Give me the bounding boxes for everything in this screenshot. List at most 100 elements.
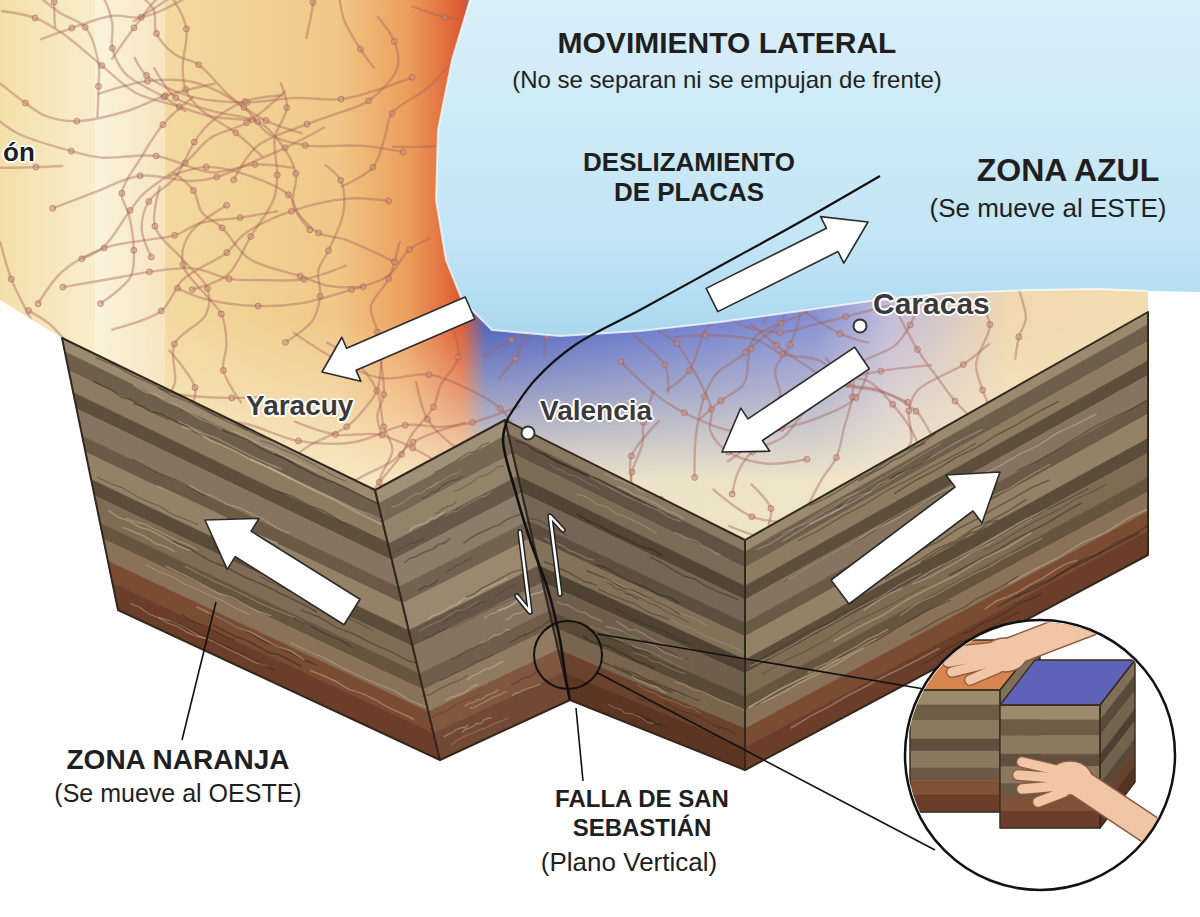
inset-illustration [910,705,1000,721]
road-network [60,284,66,290]
road-network [780,351,786,357]
rock-face [108,510,191,551]
road-network [22,100,28,106]
road-network [381,424,387,430]
fault-line [550,516,563,594]
leader-line [182,602,216,740]
road-network [785,298,791,304]
road-network [409,74,415,80]
road-network [674,341,680,347]
road-network [410,445,416,451]
road-network [285,192,291,198]
place-name: ón [3,138,35,168]
motion-arrow [706,217,868,312]
motion-arrow [322,297,475,381]
inset-illustration [1018,761,1150,830]
road-network [297,273,303,279]
road-network [640,223,646,229]
road-network [310,0,316,5]
rock-face [505,420,745,770]
road-network [386,198,392,204]
road-network [316,230,322,236]
rock-face [126,518,197,550]
leader-line [576,708,583,781]
road-network [381,392,387,398]
road-network [244,120,250,126]
inset-illustration [1038,792,1064,802]
rock-face [809,479,889,524]
road-network [777,329,783,335]
rock-face [310,670,414,719]
road-network [878,368,884,374]
road-network [255,118,261,124]
inset-illustration [1075,780,1150,830]
road-network [425,416,431,422]
road-network [391,38,397,44]
road-network [146,269,152,275]
road-network [768,506,774,512]
road-network [144,72,150,78]
road-network [729,491,735,497]
road-network [370,164,376,170]
road-network [226,276,232,282]
road-network [431,404,437,410]
leader-line [182,602,935,850]
road-network [686,368,692,374]
road-network [50,205,56,211]
road-network [302,142,308,148]
road-network [410,439,416,445]
road-network [344,424,350,430]
fault-name: FALLA DE SAN SEBASTIÁN [535,785,750,843]
road-network [153,30,159,36]
road-network [168,167,394,262]
road-network [366,98,372,104]
label-anchor: (No se separan ni se empujan de frente) [407,66,1047,94]
inset-illustration [1018,775,1056,778]
road-network [890,401,896,407]
rock-face [165,566,271,616]
road-network [214,174,220,180]
fault-line [503,418,570,700]
rock-face [93,381,169,420]
rock-face [98,477,198,524]
road-network [400,149,406,155]
road-network [529,51,535,57]
road-network [787,342,793,348]
road-network [68,148,74,154]
road-network [470,419,476,425]
fault-line [517,532,530,612]
road-network [579,279,585,285]
fault-motion-label: DESLIZAMIENTO DE PLACAS [569,148,809,208]
road-network [853,394,859,400]
rock-face [62,338,440,760]
road-network [282,145,288,151]
inset-illustration [1010,610,1120,652]
road-network [498,229,660,379]
road-network [0,117,294,172]
inset-illustration [910,768,1000,780]
road-network [51,0,57,5]
road-network [708,406,714,412]
road-network [154,186,209,404]
rock-face [170,620,275,670]
road-network [497,406,503,412]
road-network [38,211,278,304]
inset-illustration [1022,762,1056,770]
road-network [426,372,432,378]
label-anchor: (Plano Vertical) [499,848,759,878]
road-network [127,207,133,213]
rock-face [123,528,175,552]
road-network [26,308,32,314]
inset-illustration [905,620,1175,890]
road-network [160,122,166,128]
rock-face [808,629,888,673]
road-network [778,292,784,298]
road-network [325,248,331,254]
fault-line [550,516,563,594]
zone-label: ZONA NARANJA [28,744,328,776]
road-network [628,298,634,304]
road-network [662,362,668,368]
road-network [99,63,105,69]
